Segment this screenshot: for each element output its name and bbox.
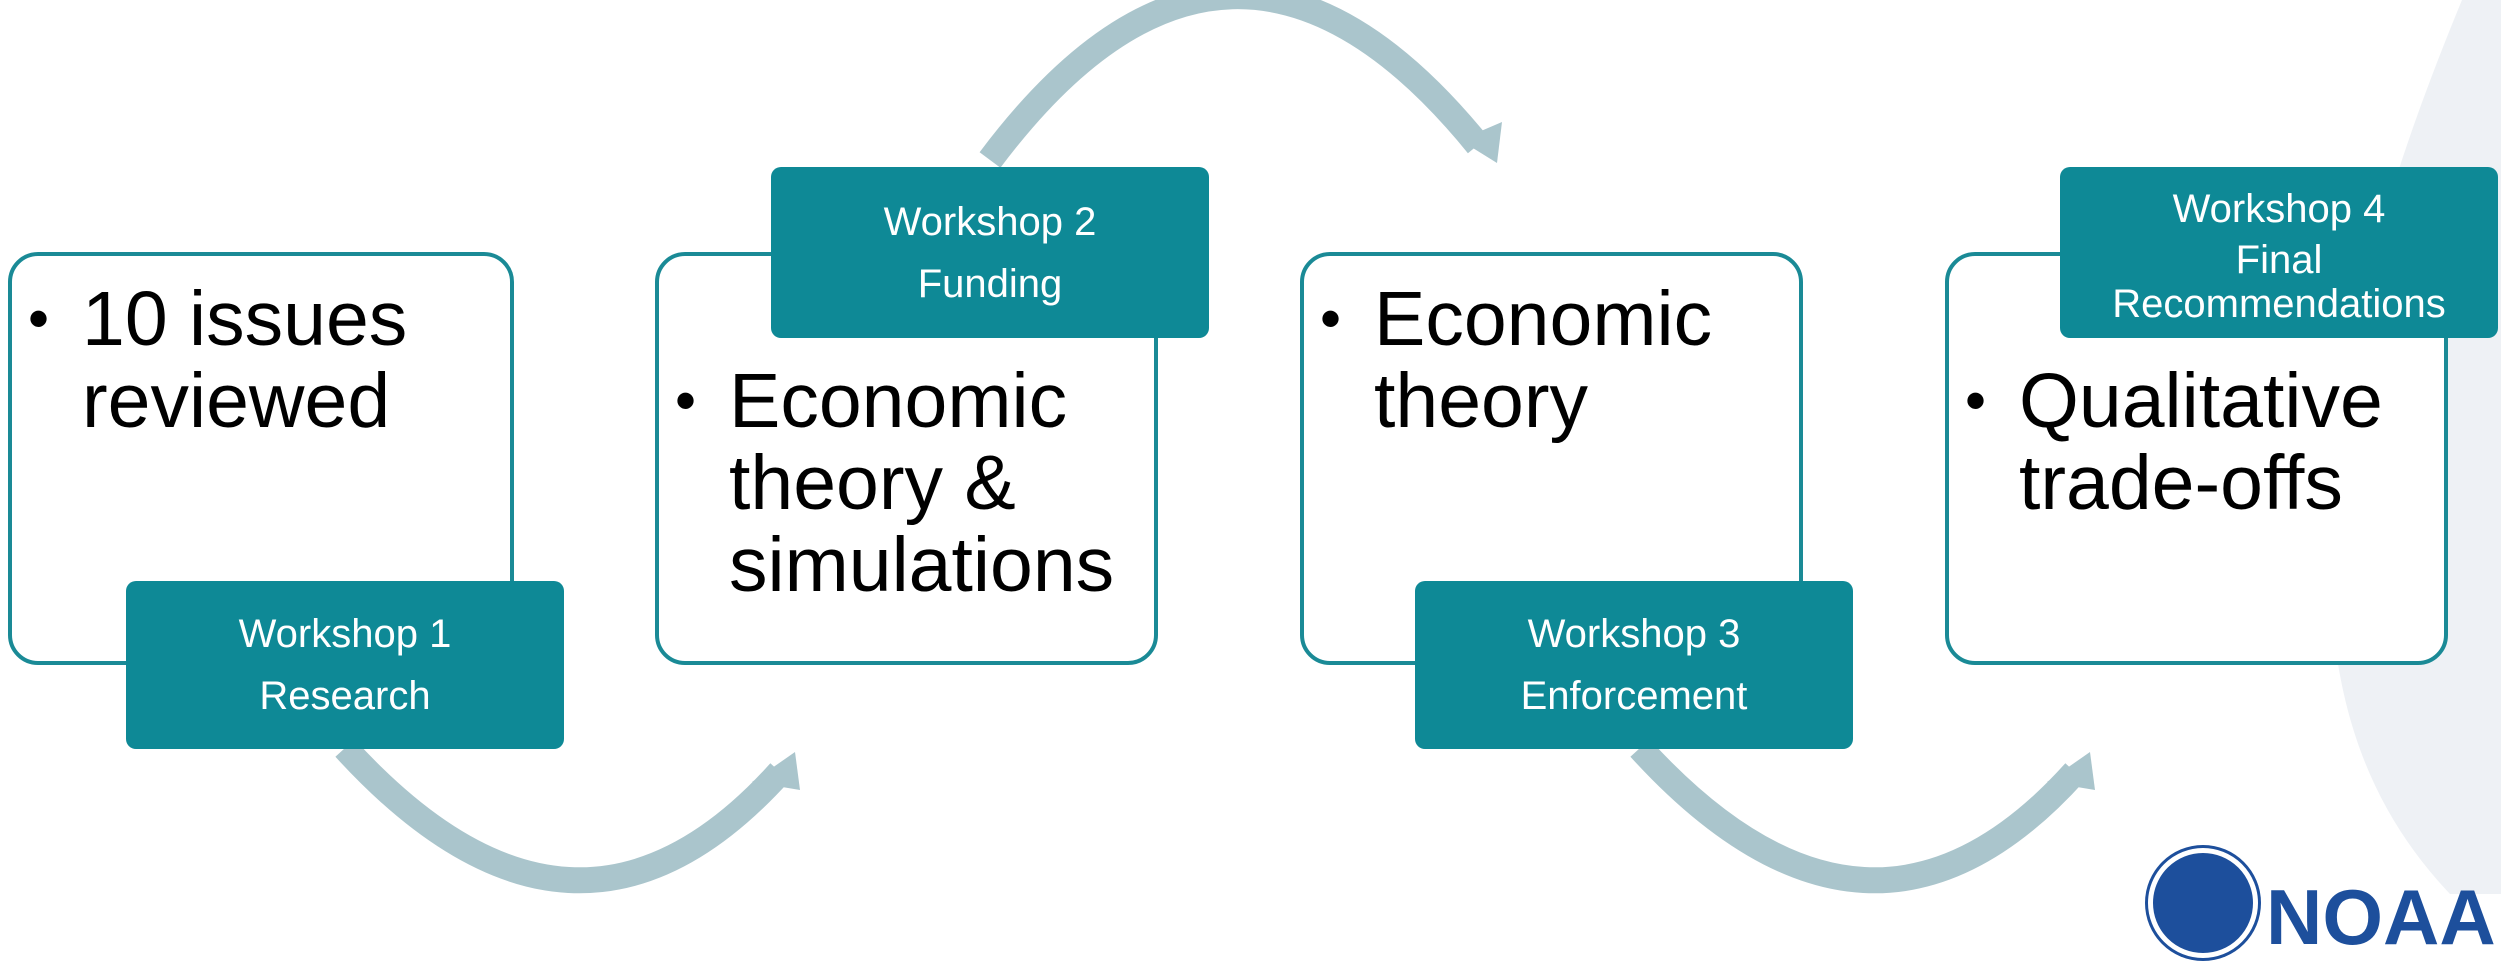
workshop-2-topic: Funding xyxy=(917,261,1063,306)
arrow-1-head xyxy=(752,752,800,790)
workshop-1-title: Workshop 1 xyxy=(238,612,452,656)
arrow-3-to-4 xyxy=(1630,739,2085,894)
workshop-3-bullet: Economic theory xyxy=(1304,278,1799,442)
workshop-1-topic: Research xyxy=(259,674,431,718)
workshop-1-box: 10 issues reviewed xyxy=(8,252,514,665)
arrow-2-head xyxy=(1460,122,1502,163)
workshop-2-label-tab: Workshop 2 Funding xyxy=(771,167,1209,338)
workshop-3-label-tab: Workshop 3 Enforcement xyxy=(1415,581,1853,749)
workshop-1-bullet: 10 issues reviewed xyxy=(12,278,510,442)
workshop-3-title: Workshop 3 xyxy=(1527,612,1741,656)
workshop-2-bullet: Economic theory & simulations xyxy=(659,360,1154,606)
workshop-4-label-tab: Workshop 4 Final Recommendations xyxy=(2060,167,2498,338)
workshop-4-topic: Final Recommendations xyxy=(2112,237,2446,326)
workshop-3-topic: Enforcement xyxy=(1520,674,1748,718)
noaa-logo-text: NOAA xyxy=(2266,873,2496,961)
workshop-4-bullet: Qualitative trade-offs xyxy=(1949,360,2444,524)
workshop-4-title: Workshop 4 xyxy=(2172,186,2386,231)
arrow-2-to-3 xyxy=(979,0,1489,168)
arrow-3-head xyxy=(2047,752,2095,790)
arrow-1-to-2 xyxy=(335,739,790,894)
noaa-logo: NOAA xyxy=(2148,848,2496,958)
workshop-1-label-tab: Workshop 1 Research xyxy=(126,581,564,749)
noaa-seal-icon xyxy=(2148,848,2258,958)
workshop-2-title: Workshop 2 xyxy=(883,199,1097,244)
